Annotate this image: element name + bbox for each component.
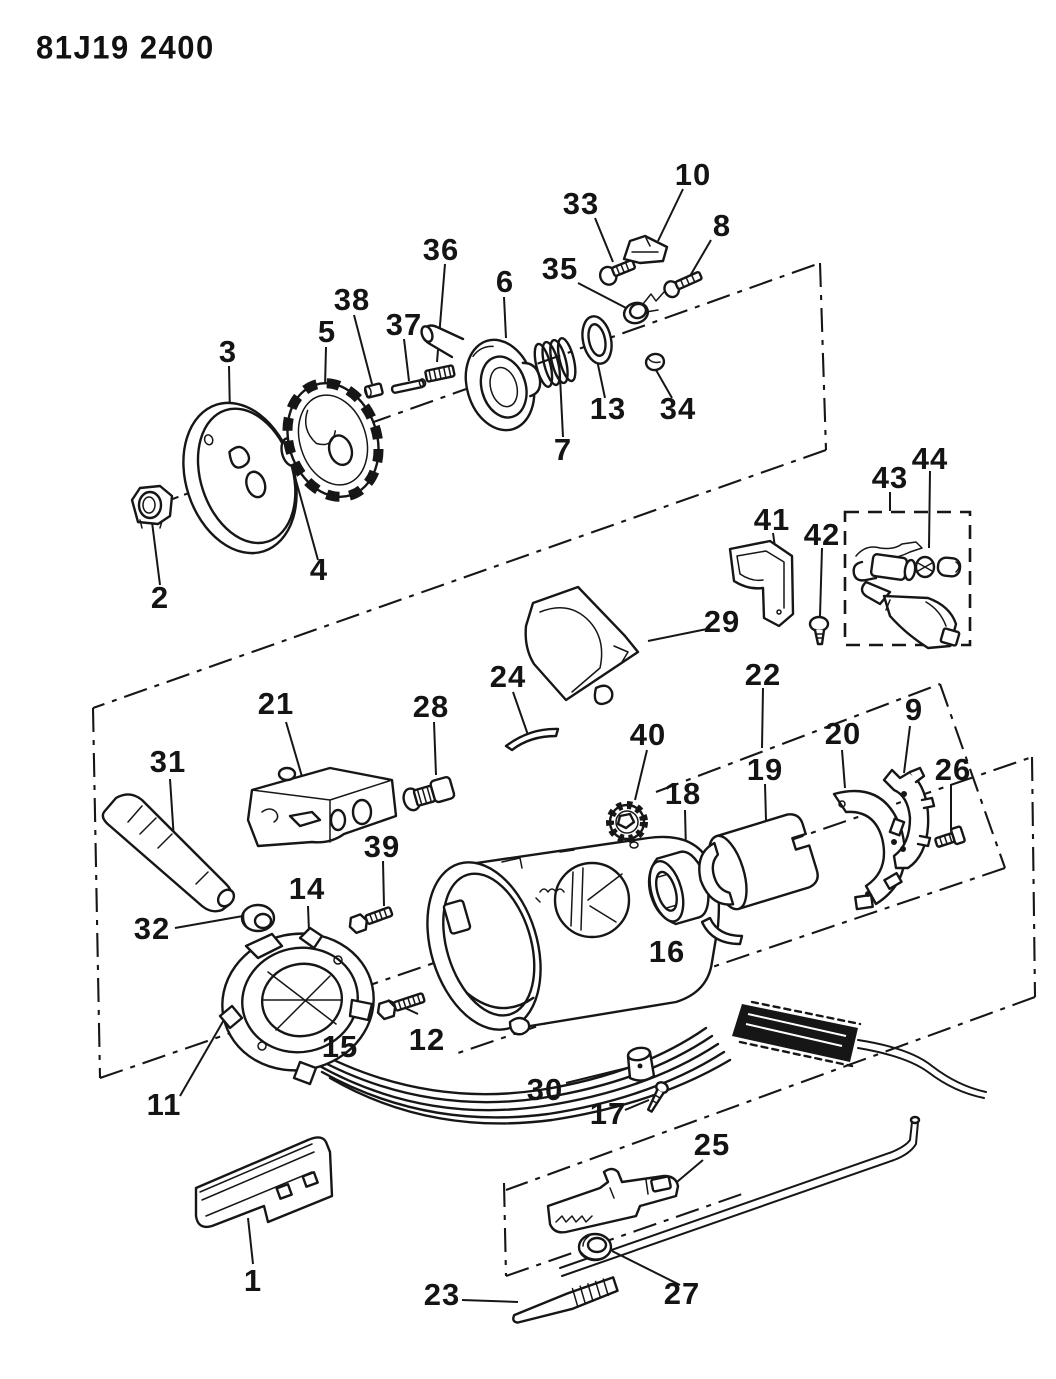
switch-harness-group: [218, 926, 987, 1125]
part-plate-20: [832, 789, 906, 911]
part-ring-34: [644, 352, 666, 372]
part-label-44: 44: [912, 441, 948, 476]
part-label-34: 34: [660, 391, 696, 426]
part-switch-11: [218, 926, 375, 1086]
figure-code: 81J19 2400: [36, 29, 215, 66]
part-clip-35: [622, 291, 665, 325]
part-clip-16: [700, 916, 744, 946]
part-label-7: 7: [554, 432, 572, 467]
part-bolt-8: [663, 271, 703, 299]
part-bolt-28: [402, 775, 456, 812]
part-label-17: 17: [590, 1096, 626, 1131]
part-label-37: 37: [386, 307, 422, 342]
part-label-41: 41: [754, 502, 790, 537]
part-label-1: 1: [244, 1263, 262, 1298]
part-plug-30: [626, 1046, 656, 1082]
part-label-15: 15: [322, 1029, 358, 1064]
part-clip-24: [504, 727, 560, 752]
part-label-14: 14: [289, 871, 325, 906]
part-nut-2: [130, 484, 174, 529]
bottom-group: [194, 1046, 921, 1324]
part-label-42: 42: [804, 517, 840, 552]
part-label-13: 13: [590, 391, 626, 426]
part-bushing-18: [647, 850, 710, 926]
part-label-38: 38: [334, 282, 370, 317]
part-label-5: 5: [318, 314, 336, 349]
part-label-19: 19: [747, 752, 783, 787]
part-label-2: 2: [151, 580, 169, 615]
part-lever-31: [101, 793, 236, 913]
part-label-32: 32: [134, 911, 170, 946]
part-cover-41: [728, 539, 795, 628]
part-plate-9: [882, 766, 936, 870]
part-label-10: 10: [675, 157, 711, 192]
part-label-12: 12: [409, 1022, 445, 1057]
part-label-25: 25: [694, 1127, 730, 1162]
part-gear-40: [606, 801, 648, 843]
switch-group-box: [843, 510, 972, 647]
part-washer-13: [581, 315, 613, 365]
part-label-28: 28: [413, 689, 449, 724]
part-label-3: 3: [219, 334, 237, 369]
part-bracket-10: [622, 234, 669, 265]
part-shroud-29: [524, 585, 640, 706]
part-label-21: 21: [258, 686, 294, 721]
harness-connector: [732, 1000, 862, 1068]
part-screw-33: [598, 259, 636, 286]
part-label-27: 27: [664, 1276, 700, 1311]
part-label-22: 22: [745, 657, 781, 692]
part-label-9: 9: [905, 692, 923, 727]
part-label-16: 16: [649, 934, 685, 969]
part-label-36: 36: [423, 232, 459, 267]
part-label-23: 23: [424, 1277, 460, 1312]
part-label-4: 4: [310, 552, 328, 587]
part-label-30: 30: [527, 1072, 563, 1107]
part-labels-layer: 1234567891011121314151617181920212223242…: [134, 157, 971, 1312]
sleeve-group: [606, 766, 966, 946]
part-screw-17: [646, 1081, 669, 1113]
part-label-40: 40: [630, 717, 666, 752]
part-housing-6: [420, 324, 542, 432]
part-label-18: 18: [665, 776, 701, 811]
part-label-24: 24: [490, 659, 526, 694]
part-label-26: 26: [935, 752, 971, 787]
part-spring-7: [533, 336, 577, 389]
part-bracket-1: [194, 1136, 334, 1229]
part-bushing-32: [240, 903, 276, 933]
part-label-33: 33: [563, 186, 599, 221]
part-screw-42: [808, 615, 830, 646]
part-label-43: 43: [872, 460, 908, 495]
part-sleeve-19: [698, 813, 819, 911]
part-label-29: 29: [704, 604, 740, 639]
part-bolt-39: [348, 906, 394, 935]
part-bolt-12: [376, 992, 426, 1021]
part-housing-21: [246, 766, 398, 848]
part-spacer-38: [364, 382, 384, 399]
part-cam-5: [282, 378, 384, 502]
part-grommet-27: [577, 1232, 613, 1262]
lock-plate-group: [130, 234, 703, 555]
part-pin-23: [512, 1276, 619, 1324]
covers-group: [504, 539, 962, 752]
part-label-8: 8: [713, 208, 731, 243]
part-stud-36: [424, 364, 456, 383]
part-label-35: 35: [542, 251, 578, 286]
part-label-11: 11: [147, 1087, 182, 1122]
part-label-39: 39: [364, 829, 400, 864]
part-bulb-44: [914, 555, 962, 579]
part-pin-37: [390, 378, 427, 394]
part-label-6: 6: [496, 264, 514, 299]
part-label-31: 31: [150, 744, 186, 779]
part-label-20: 20: [825, 716, 861, 751]
part-bolt-26: [934, 825, 966, 848]
part-pawl-rod-25: [546, 1115, 921, 1277]
part-switch-43: [852, 541, 962, 650]
